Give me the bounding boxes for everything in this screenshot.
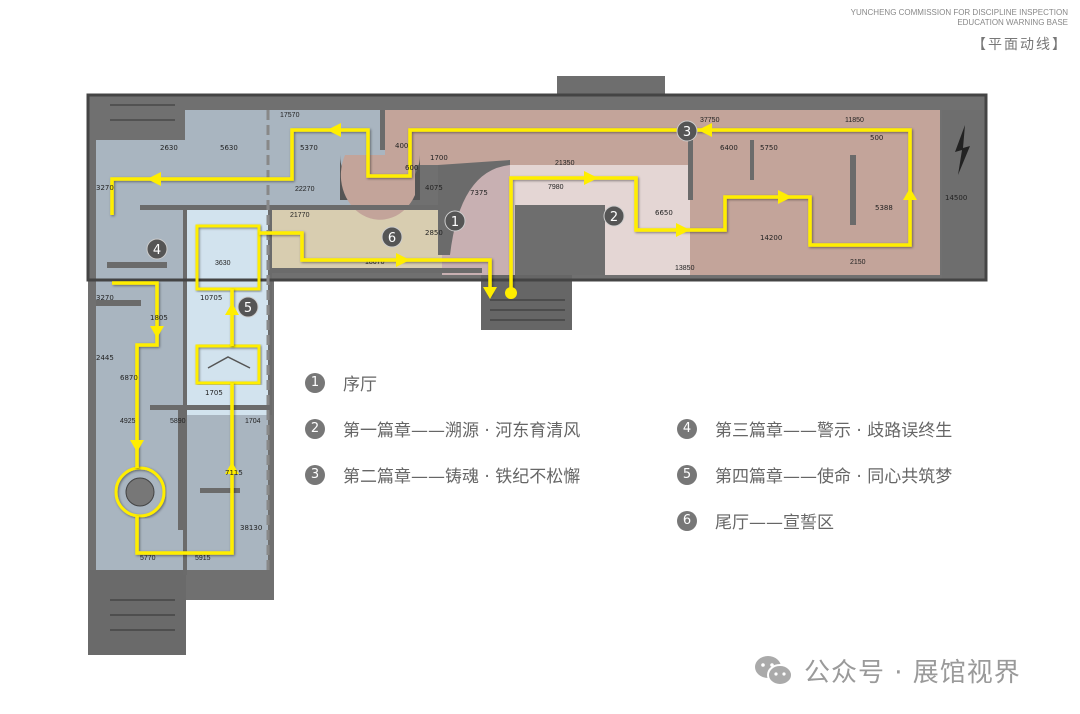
dimension-label: 7115 (225, 469, 243, 477)
svg-text:6: 6 (388, 231, 396, 246)
svg-text:17570: 17570 (280, 112, 300, 119)
svg-text:7980: 7980 (548, 184, 564, 191)
legend-item-1: 1 序厅 (305, 370, 377, 395)
svg-text:21770: 21770 (290, 212, 310, 219)
header-line1: YUNCHENG COMMISSION FOR DISCIPLINE INSPE… (850, 8, 1068, 17)
legend-item-5: 5 第四篇章——使命 · 同心共筑梦 (677, 462, 952, 487)
stair-core (515, 205, 605, 275)
dimension-label: 14500 (945, 194, 967, 202)
dimension-label: 4075 (425, 184, 443, 192)
legend-label: 第一篇章——溯源 · 河东育清风 (343, 421, 581, 441)
zone-marker-6: 6 (381, 226, 403, 248)
svg-text:5890: 5890 (170, 418, 186, 425)
svg-text:37750: 37750 (700, 117, 720, 124)
exhibit-box-5-lower (195, 344, 261, 385)
svg-text:1: 1 (451, 215, 459, 230)
tour-route (110, 128, 912, 555)
watermark: 公众号 · 展馆视界 (752, 652, 1021, 689)
svg-text:5: 5 (244, 301, 252, 316)
dimension-label: 400 (395, 142, 408, 150)
legend-label: 第四篇章——使命 · 同心共筑梦 (715, 467, 953, 487)
dimension-label: 38130 (240, 524, 262, 532)
svg-text:18670: 18670 (365, 259, 385, 266)
svg-text:22270: 22270 (295, 186, 315, 193)
dimension-label: 5370 (300, 144, 318, 152)
legend-label: 第三篇章——警示 · 歧路误终生 (715, 421, 953, 441)
svg-text:5915: 5915 (195, 555, 211, 562)
legend-item-6: 6 尾厅——宣誓区 (677, 508, 834, 533)
svg-text:1704: 1704 (245, 418, 261, 425)
svg-text:4: 4 (153, 243, 161, 258)
dimension-label: 1805 (150, 314, 168, 322)
stair-bottom-left (88, 570, 186, 655)
dimension-labels: 17570 37750 21350 22270 21770 18670 7980… (120, 112, 866, 562)
exhibit-box-5-upper (195, 224, 261, 291)
route-arrows (130, 123, 917, 474)
dimension-label: 10705 (200, 294, 222, 302)
dimension-label: 5750 (760, 144, 778, 152)
svg-text:2: 2 (610, 210, 618, 225)
svg-text:3: 3 (683, 125, 691, 140)
svg-text:3630: 3630 (215, 260, 231, 267)
zone-marker-4: 4 (146, 238, 168, 260)
wechat-icon (755, 655, 793, 686)
zone-marker-3: 3 (676, 120, 698, 142)
legend-number: 6 (677, 510, 697, 531)
dimension-label: 1700 (430, 154, 448, 162)
dimension-label: 5388 (875, 204, 893, 212)
dimension-label: 7375 (470, 189, 488, 197)
walls (96, 110, 856, 575)
zone-marker-2: 2 (603, 205, 625, 227)
dimension-label: 3270 (96, 184, 114, 192)
section-title: 【平面动线】 (972, 37, 1068, 53)
dimension-label: 3270 (96, 294, 114, 302)
zone-3 (690, 165, 940, 275)
header-line2: EDUCATION WARNING BASE (957, 18, 1068, 27)
legend-label: 第二篇章——铸魂 · 铁纪不松懈 (343, 467, 581, 487)
header: YUNCHENG COMMISSION FOR DISCIPLINE INSPE… (851, 8, 1068, 54)
corridor-3 (385, 110, 940, 165)
svg-text:11850: 11850 (845, 117, 864, 124)
legend-number: 1 (305, 372, 325, 393)
route-start-dot (505, 287, 517, 299)
top-bump (557, 76, 665, 98)
dimension-label: 600 (405, 164, 418, 172)
dimension-label: 6650 (655, 209, 673, 217)
legend-number: 2 (305, 418, 325, 439)
entrance-stair (481, 275, 572, 330)
zone-marker-1: 1 (444, 210, 466, 232)
svg-text:21350: 21350 (555, 160, 575, 167)
legend-number: 5 (677, 464, 697, 485)
dimension-label: 2630 (160, 144, 178, 152)
dimension-label: 2445 (96, 354, 114, 362)
dimension-label: 6400 (720, 144, 738, 152)
exhibit-circle-4 (114, 466, 166, 518)
legend-item-2: 2 第一篇章——溯源 · 河东育清风 (305, 416, 580, 441)
dimension-label: 500 (870, 134, 883, 142)
dimension-label: 6870 (120, 374, 138, 382)
legend-label: 序厅 (343, 375, 377, 395)
dimension-label: 14200 (760, 234, 782, 242)
lightning-icon (955, 125, 970, 175)
svg-text:4925: 4925 (120, 418, 136, 425)
dimension-label: 5630 (220, 144, 238, 152)
legend-item-4: 4 第三篇章——警示 · 歧路误终生 (677, 416, 952, 441)
svg-text:2150: 2150 (850, 259, 866, 266)
svg-text:5770: 5770 (140, 555, 156, 562)
legend-number: 4 (677, 418, 697, 439)
dimension-label: 2850 (425, 229, 443, 237)
dimension-label: 1705 (205, 389, 223, 397)
legend-item-3: 3 第二篇章——铸魂 · 铁纪不松懈 (305, 462, 580, 487)
zone-marker-5: 5 (237, 296, 259, 318)
legend-number: 3 (305, 464, 325, 485)
svg-text:13850: 13850 (675, 265, 695, 272)
watermark-text: 公众号 · 展馆视界 (804, 658, 1021, 688)
legend-label: 尾厅——宣誓区 (715, 513, 834, 533)
